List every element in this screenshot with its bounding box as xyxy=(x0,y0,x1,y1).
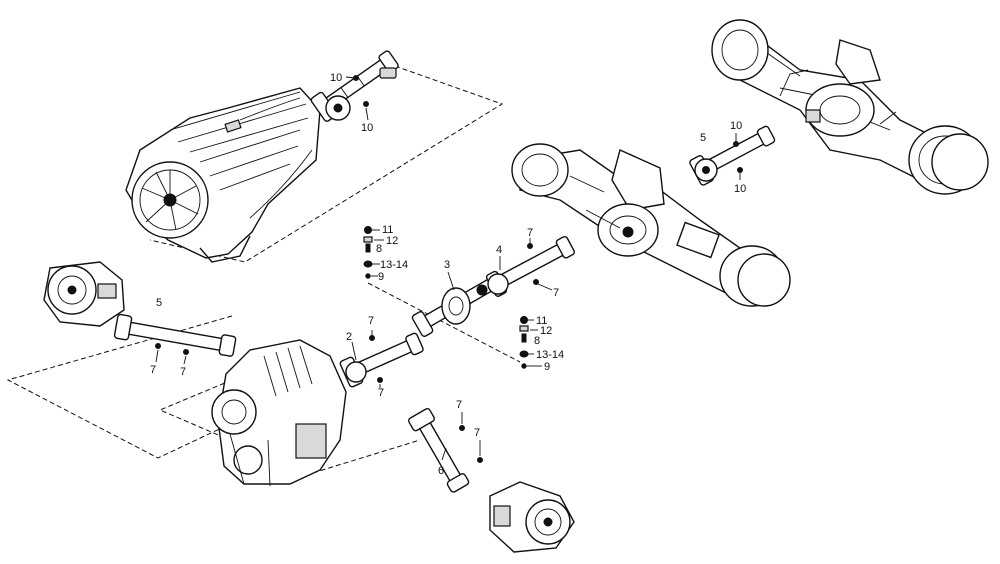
engine-assembly xyxy=(125,87,321,263)
callout-10-b: 10 xyxy=(361,122,373,134)
rear-axle-upper xyxy=(711,19,989,195)
hardware-set-lower xyxy=(519,316,529,369)
callout-10-a: 10 xyxy=(330,72,342,84)
callout-5-left: 5 xyxy=(156,297,162,309)
callout-5-upper: 5 xyxy=(700,132,706,144)
callout-7-d: 7 xyxy=(180,366,186,378)
callout-10-d: 10 xyxy=(734,183,746,195)
engine-fan-icon xyxy=(131,161,209,239)
callout-13-14-upper: 13-14 xyxy=(380,259,408,271)
callout-10-c: 10 xyxy=(730,120,742,132)
callout-7-e: 7 xyxy=(368,315,374,327)
callout-2: 2 xyxy=(346,331,352,343)
hardware-set-upper xyxy=(363,226,373,279)
propshaft-gearbox-output xyxy=(339,332,424,388)
callout-8-lower: 8 xyxy=(534,335,540,347)
callout-12-upper: 12 xyxy=(386,235,398,247)
propshaft-interaxle xyxy=(689,125,776,186)
propshaft-center-bearing xyxy=(411,235,575,337)
callout-7-g: 7 xyxy=(456,399,462,411)
dashed-connection-lines xyxy=(6,65,521,481)
callout-labels: 10 10 5 10 10 11 12 8 13-14 9 3 4 7 7 5 … xyxy=(150,72,746,477)
callout-7-f: 7 xyxy=(378,387,384,399)
callout-11-upper: 11 xyxy=(382,224,393,236)
callout-9-lower: 9 xyxy=(544,361,550,373)
callout-6: 6 xyxy=(438,465,444,477)
callout-7-h: 7 xyxy=(474,427,480,439)
callout-8-upper: 8 xyxy=(376,243,382,255)
callout-7-b: 7 xyxy=(553,287,559,299)
callout-9-upper: 9 xyxy=(378,271,384,283)
callout-3: 3 xyxy=(444,259,450,271)
callout-11-lower: 11 xyxy=(536,315,547,327)
retarder-unit-left xyxy=(43,261,125,327)
transmission-gearbox xyxy=(211,339,347,487)
front-axle-unit xyxy=(489,481,575,553)
callout-4: 4 xyxy=(496,244,502,256)
callout-7-c: 7 xyxy=(150,364,156,376)
rear-axle-middle xyxy=(511,143,791,307)
callout-13-14-lower: 13-14 xyxy=(536,349,564,361)
callout-12-lower: 12 xyxy=(540,325,552,337)
callout-7-a: 7 xyxy=(527,227,533,239)
propshaft-engine-top xyxy=(310,50,399,122)
propshaft-retarder xyxy=(113,313,237,357)
propshaft-front-drive xyxy=(408,408,483,493)
